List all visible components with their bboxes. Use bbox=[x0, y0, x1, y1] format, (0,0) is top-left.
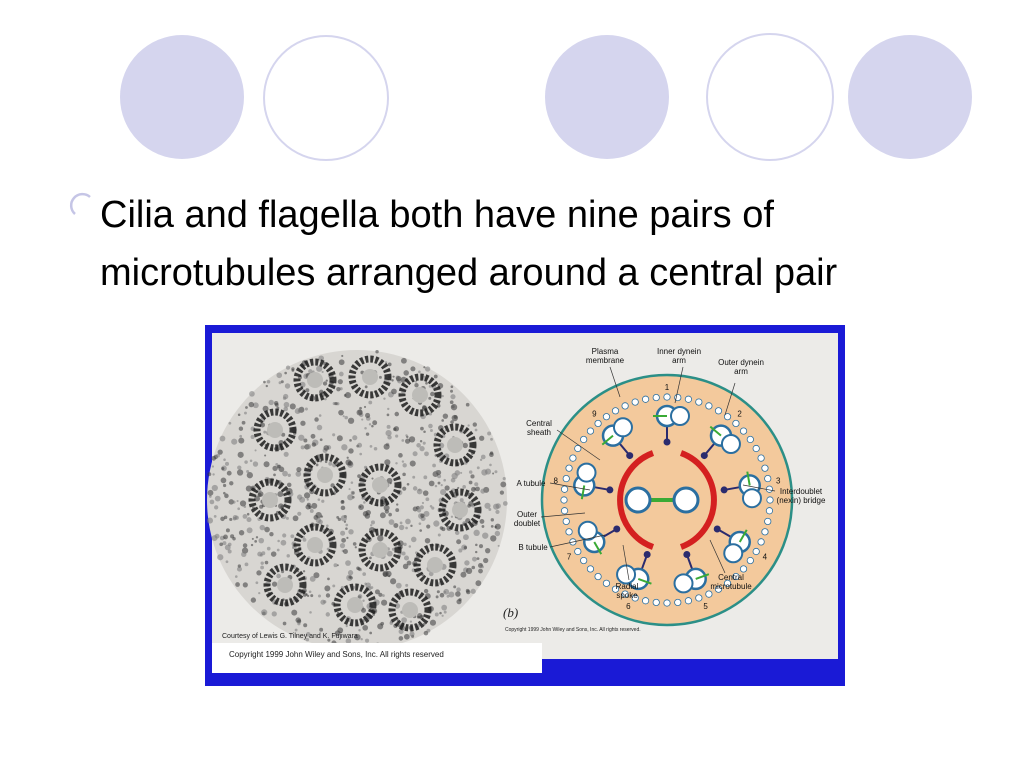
bullet-text: Cilia and flagella both have nine pairs … bbox=[100, 194, 838, 294]
diagram-copyright: Copyright 1999 John Wiley and Sons, Inc.… bbox=[505, 627, 641, 633]
doublet-number: 2 bbox=[737, 409, 742, 418]
photo-credit: Courtesy of Lewis G. Tilney and K. Fujiw… bbox=[222, 633, 358, 640]
decorative-circle-outline-2 bbox=[706, 33, 834, 161]
photo-copyright: Copyright 1999 John Wiley and Sons, Inc.… bbox=[229, 650, 444, 659]
label-outer-doublet: Outer doublet bbox=[513, 510, 541, 528]
electron-micrograph bbox=[206, 350, 508, 650]
doublet-number: 3 bbox=[776, 476, 781, 485]
doublet-number: 4 bbox=[763, 553, 768, 562]
label-central-microtubule: Central microtubule bbox=[710, 573, 752, 591]
decorative-circle-filled-1 bbox=[120, 35, 244, 159]
bullet-ring-icon bbox=[69, 192, 91, 215]
doublet-number: 9 bbox=[592, 409, 597, 418]
label-b-tubule: B tubule bbox=[518, 543, 548, 552]
decorative-circle-filled-2 bbox=[545, 35, 669, 159]
axoneme-diagram: 1 2 3 4 5 6 7 8 9 bbox=[540, 373, 794, 627]
doublet-number: 1 bbox=[665, 383, 670, 392]
figure-graphics: 1 2 3 4 5 6 7 8 9 bbox=[206, 333, 838, 673]
doublet-number: 5 bbox=[703, 602, 708, 611]
label-outer-dynein-arm: Outer dynein arm bbox=[718, 358, 764, 376]
label-a-tubule: A tubule bbox=[516, 479, 546, 488]
doublet-number: 8 bbox=[553, 476, 558, 485]
label-radial-spoke: Radial spoke bbox=[615, 582, 639, 600]
label-plasma-membrane: Plasma membrane bbox=[585, 347, 625, 365]
decorative-circle-filled-3 bbox=[848, 35, 972, 159]
panel-label: (b) bbox=[503, 605, 519, 620]
label-central-sheath: Central sheath bbox=[526, 419, 552, 437]
label-interdoublet-bridge: Interdoublet (nexin) bridge bbox=[776, 487, 826, 505]
decorative-circle-outline-1 bbox=[263, 35, 389, 161]
doublet-number: 6 bbox=[626, 602, 631, 611]
label-inner-dynein-arm: Inner dynein arm bbox=[656, 347, 702, 365]
doublet-number: 7 bbox=[567, 553, 572, 562]
axoneme-figure: 1 2 3 4 5 6 7 8 9 Plasma membrane Inner dynein a… bbox=[205, 325, 845, 686]
